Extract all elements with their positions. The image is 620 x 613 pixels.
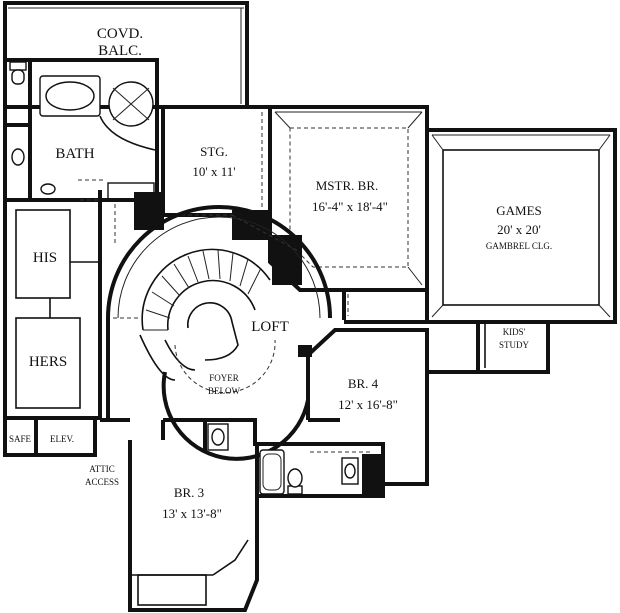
bedroom-3-size: 13' x 13'-8" [162, 506, 222, 521]
spiral-staircase-icon [139, 248, 276, 394]
hers-label: HERS [29, 354, 67, 370]
sink-icon [40, 183, 56, 195]
storage-label: STG. [200, 144, 228, 159]
games-room: GAMES 20' x 20' GAMBREL CLG. [425, 128, 617, 324]
sink-icon [341, 457, 359, 485]
bedroom-4-label: BR. 4 [348, 376, 379, 391]
kids-study-label-line2: STUDY [499, 340, 530, 350]
covered-balcony-label-line1: COVD. [97, 26, 143, 42]
toilet-icon [287, 468, 303, 495]
attic-access-label-line2: ACCESS [85, 477, 119, 487]
master-bedroom: MSTR. BR. 16'-4" x 18'-4" [268, 105, 429, 292]
foyer-below-label-line1: FOYER [209, 373, 239, 383]
games-label: GAMES [496, 203, 542, 218]
covered-balcony-label-line2: BALC. [98, 43, 142, 59]
toilet-icon [9, 61, 27, 85]
loft-label: LOFT [251, 319, 289, 335]
shower-icon [99, 81, 156, 151]
bathtub-icon [259, 449, 285, 495]
safe-elevator: SAFE ELEV. [3, 416, 97, 457]
bedroom-4: BR. 4 12' x 16'-8" [306, 322, 550, 486]
elevator-label: ELEV. [50, 434, 74, 444]
foyer-below: FOYER BELOW [100, 318, 312, 461]
storage-room: STG. 10' x 11' [161, 105, 272, 240]
bath-label: BATH [55, 146, 94, 162]
safe-label: SAFE [9, 434, 32, 444]
loft: LOFT [106, 205, 332, 394]
attic-access-label-line1: ATTIC [89, 464, 115, 474]
bedroom-4-size: 12' x 16'-8" [338, 397, 398, 412]
his-label: HIS [33, 250, 57, 266]
storage-size: 10' x 11' [192, 164, 235, 179]
kids-study: KIDS' STUDY [476, 320, 550, 374]
his-hers-closet: HIS HERS [3, 198, 105, 420]
kids-study-label-line1: KIDS' [503, 327, 526, 337]
jack-and-jill-bath [161, 418, 385, 498]
bedroom-3-label: BR. 3 [174, 485, 204, 500]
sink-icon [11, 148, 25, 166]
sink-icon [207, 423, 229, 451]
bedroom-3: BR. 3 13' x 13'-8" [128, 440, 259, 612]
games-size: 20' x 20' [497, 222, 541, 237]
master-bedroom-label: MSTR. BR. [316, 178, 379, 193]
bath-room: BATH [3, 58, 159, 202]
games-note: GAMBREL CLG. [486, 241, 552, 251]
gallery-passage [342, 290, 427, 324]
foyer-below-label-line2: BELOW [208, 386, 240, 396]
master-bedroom-size: 16'-4" x 18'-4" [312, 199, 388, 214]
